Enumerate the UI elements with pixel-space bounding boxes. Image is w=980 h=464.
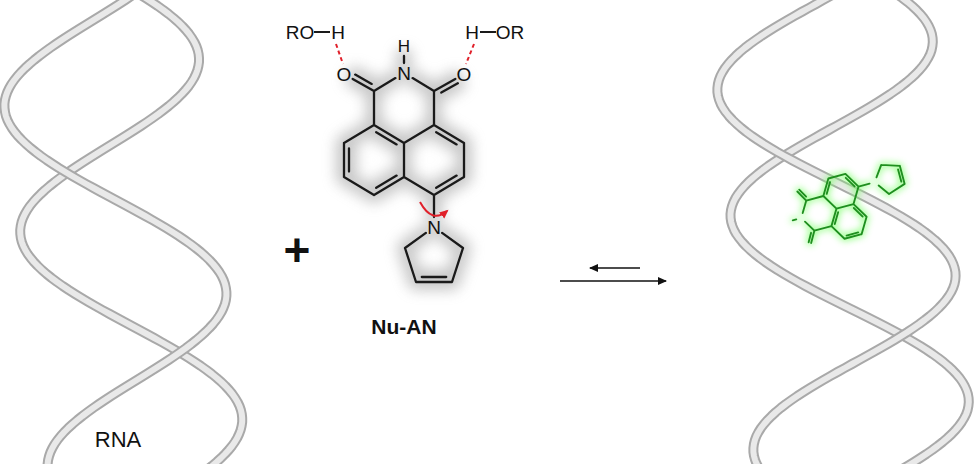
bound-glow [785,160,915,251]
nu-an-structure [344,56,464,282]
backbone [717,0,955,464]
atom-label: H [331,23,345,42]
backbone [717,0,955,464]
atom-label: N [397,64,411,83]
atom-label: N [427,218,441,237]
substituent-label: RO [286,23,315,42]
rna-helix [717,0,968,464]
rna-helix [4,0,242,464]
backbone [20,0,242,464]
atom-label: O [457,65,472,84]
rotation-arrow [420,202,447,216]
forward-arrow [560,280,666,282]
atom-label: H [398,38,410,55]
rna-label: RNA [95,429,141,451]
backbone [20,0,242,464]
backbone [731,0,969,464]
bound-nu-an [785,160,915,251]
backbone [731,0,969,464]
backbone [4,0,226,464]
substituent-label: OR [496,23,525,42]
atom-label: H [465,23,479,42]
o-h-bond [480,31,496,33]
reverse-arrow [590,267,640,269]
o-h-bond [314,31,330,33]
atom-label: O [337,65,352,84]
hydrogen-bond [466,44,474,64]
plus-sign: + [284,227,311,273]
molecule-halo [344,56,464,282]
backbone [4,0,226,464]
hydrogen-bond [336,44,343,64]
compound-name: Nu-AN [371,316,436,337]
